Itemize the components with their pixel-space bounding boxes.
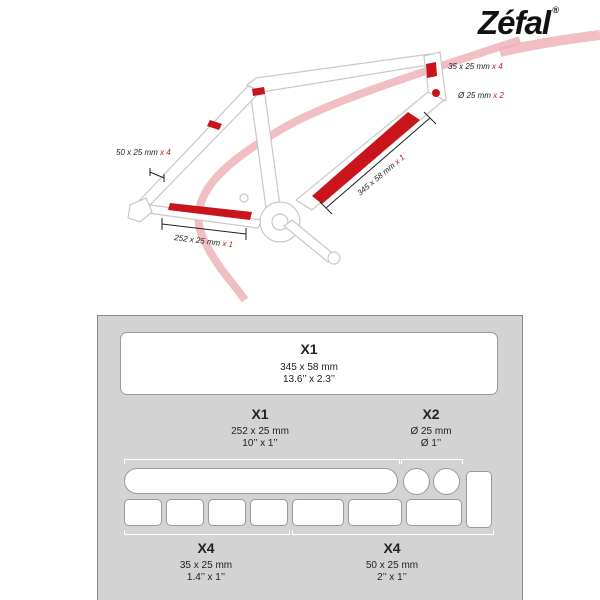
medium-rect-imperial: 2’’ x 1’’ [377,572,407,583]
discs-count: X2 [422,406,440,422]
measure-seat-stay [149,171,165,179]
cable-swoosh [194,36,522,303]
dropout [127,197,153,223]
protector-chain-stay [168,203,252,220]
chainring [239,193,249,203]
big-protector-piece [120,332,498,395]
medium-rect-piece [348,499,402,526]
protector-seat-stay [207,120,222,130]
strip-piece [124,468,398,494]
strip-bracket [124,459,400,464]
discs-metric: Ø 25 mm [410,426,452,437]
big-piece-imperial: 13.6’’ x 2.3’’ [282,374,336,385]
brand-name: Zéfal [478,4,551,41]
sticker-sheet: X1 345 x 58 mm 13.6’’ x 2.3’’ X1 252 x 2… [97,315,523,600]
disc-piece [403,468,430,495]
measure-chain-stay [161,223,247,235]
medium-rect-piece [406,499,462,526]
small-rect-piece [166,499,204,526]
label-seat-stay: 50 x 25 mm x 4 [116,148,171,157]
zefal-logo: Zéfal® [478,4,559,42]
seat-stay-shape [139,85,262,206]
small-rect-imperial: 1.4’’ x 1’’ [186,572,226,583]
small-rect-piece [250,499,288,526]
label-top-tube-rear: 35 x 25 mm x 4 [448,62,503,71]
protectors [168,62,440,220]
label-head-tube: Ø 25 mm x 2 [457,91,504,100]
medium-rect-bracket [292,530,494,535]
discs-bracket [401,459,463,464]
protector-top-tube-rear [252,87,265,96]
top-tube [245,53,435,93]
big-piece-metric: 345 x 58 mm [280,362,338,373]
small-rect-piece [208,499,246,526]
protector-head-tube [432,89,440,97]
discs-imperial: Ø 1’’ [420,438,442,449]
protector-top-tube-front [426,62,437,78]
small-rect-piece [124,499,162,526]
cable-swoosh-top [498,30,600,57]
medium-rect-metric: 50 x 25 mm [365,560,419,571]
small-rect-count: X4 [197,540,215,556]
strip-metric: 252 x 25 mm [231,426,289,437]
registered-mark: ® [552,5,559,15]
big-piece-count: X1 [300,341,318,357]
disc-piece [433,468,460,495]
medium-rect-count: X4 [383,540,401,556]
bike-frame-diagram: 35 x 25 mm x 4 Ø 25 mm x 2 50 x 25 mm x … [116,30,600,303]
small-rect-bracket [124,530,290,535]
small-rect-metric: 35 x 25 mm [179,560,233,571]
strip-imperial: 10’’ x 1’’ [242,438,278,449]
narrow-tall-piece [466,471,492,528]
protector-down-tube [312,112,420,204]
measure-down-tube [325,117,431,209]
medium-rect-piece [292,499,344,526]
strip-count: X1 [251,406,269,422]
